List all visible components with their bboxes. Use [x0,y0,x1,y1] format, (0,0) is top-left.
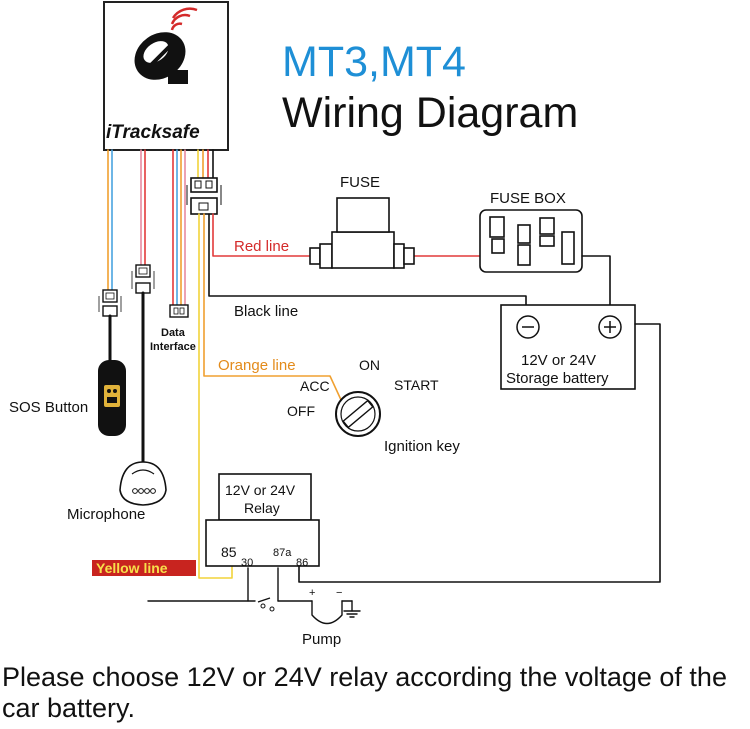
red-line-label: Red line [234,238,289,255]
relay-voltage-note: Please choose 12V or 24V relay according… [2,662,727,723]
ignition-off: OFF [287,403,315,419]
device-brand: iTracksafe [106,122,200,143]
pump-circuit [147,567,361,625]
relay-pin-86: 86 [296,557,308,569]
battery-to-relay-wire [298,323,661,583]
power-connector [186,177,222,215]
yellow-line-label: Yellow line [96,560,168,576]
device-cables [107,149,214,306]
relay-label-1: 12V or 24V [225,482,296,498]
sos-button-label: SOS Button [9,399,88,416]
title-wiring-diagram: Wiring Diagram [282,89,578,137]
relay-label-2: Relay [244,500,280,516]
fuse-box-label: FUSE BOX [490,190,566,207]
battery-plus-icon [598,315,622,339]
relay: 12V or 24V Relay 85 30 87a 86 [205,473,320,569]
sos-button-icon [98,360,126,436]
orange-line-label: Orange line [218,357,296,374]
ignition-key [335,391,381,437]
pump-plus: + [309,587,315,599]
fuse-box [479,209,583,273]
relay-pin-30: 30 [241,557,253,569]
microphone-label: Microphone [67,506,145,523]
microphone-connector [131,264,155,294]
relay-pin-85: 85 [221,544,237,560]
fuse-label: FUSE [340,174,380,191]
data-interface-label-1: Data [161,327,186,339]
battery-label-1: 12V or 24V [521,352,596,369]
ignition-acc: ACC [300,378,330,394]
fuse [309,197,415,269]
title-model: MT3,MT4 [282,38,466,86]
satellite-dish-icon [134,7,198,84]
fuse-box-to-battery-wire [581,255,611,311]
data-interface-label-2: Interface [150,341,196,353]
tracker-device: iTracksafe [103,1,229,151]
ignition-on: ON [359,357,380,373]
data-interface-connector [169,304,189,318]
pump-label: Pump [302,631,341,648]
battery-label-2: Storage battery [506,370,609,387]
relay-pin-87a: 87a [273,547,292,559]
pump-minus: − [336,587,342,599]
red-wire [212,213,481,257]
pump-switch-icon [257,597,275,612]
orange-wire [203,213,343,403]
storage-battery: 12V or 24V Storage battery [500,304,636,390]
yellow-wire [198,213,233,579]
yellow-line-label-badge: Yellow line [92,560,196,576]
black-line-label: Black line [234,303,298,320]
ignition-caption: Ignition key [384,438,460,455]
sos-connector [98,289,122,317]
black-wire [208,213,527,311]
battery-minus-icon [516,315,540,339]
ignition-start: START [394,377,439,393]
microphone-icon [119,461,167,506]
